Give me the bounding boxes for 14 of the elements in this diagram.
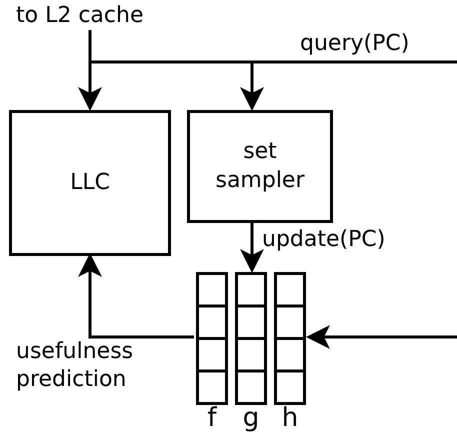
arrow <box>240 223 264 273</box>
block-box: LLC <box>9 110 171 256</box>
edge-label: usefulness prediction <box>16 338 134 393</box>
arrow <box>240 60 457 111</box>
column-label: f <box>206 402 218 434</box>
edge-label: update(PC) <box>262 226 386 254</box>
column-label: g <box>242 402 260 434</box>
arrow <box>78 253 194 338</box>
arrow <box>306 325 457 349</box>
edge-label: query(PC) <box>300 30 410 58</box>
column-label: h <box>280 402 300 434</box>
block-box: set sampler <box>187 110 333 223</box>
text-label: to L2 cache <box>16 2 144 30</box>
table-grid <box>196 272 306 405</box>
